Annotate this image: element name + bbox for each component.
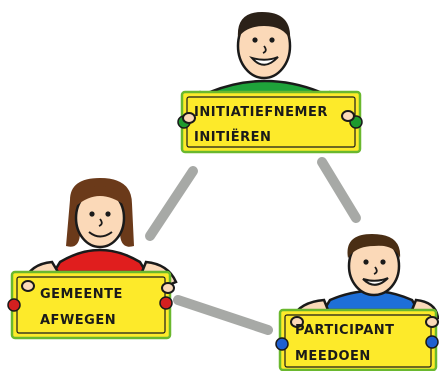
- sign-municipality-pin-left: [7, 298, 21, 312]
- municipality-eye-left: [89, 211, 95, 217]
- figure-municipality: GEMEENTE AFWEGEN: [7, 178, 178, 340]
- connector-initiator-participant: [317, 157, 361, 223]
- initiator-hand-left: [182, 112, 196, 124]
- sign-initiator-action: INITIËREN: [194, 129, 271, 145]
- sign-municipality: [10, 270, 172, 340]
- municipality-shirt: [51, 248, 149, 274]
- connectors: [145, 157, 361, 335]
- participant-hair: [347, 234, 401, 258]
- participant-eye-left: [363, 259, 369, 265]
- figure-participant: PARTICIPANT MEEDOEN: [275, 234, 439, 371]
- connector-municipality-participant: [173, 295, 273, 335]
- municipality-hand-right: [161, 282, 175, 294]
- municipality-hand-left: [21, 280, 35, 292]
- municipality-eye-right: [105, 211, 111, 217]
- participant-smile: [362, 277, 389, 286]
- initiator-eye-right: [269, 37, 275, 43]
- initiator-hand-right: [341, 110, 355, 122]
- participant-eye-right: [380, 259, 386, 265]
- sign-municipality-pin-right: [159, 296, 173, 310]
- sign-municipality-action: AFWEGEN: [40, 313, 116, 328]
- municipality-nose: [98, 218, 103, 227]
- municipality-hair-fringe: [76, 186, 126, 206]
- initiator-hair: [237, 12, 291, 40]
- connector-initiator-municipality: [145, 166, 198, 241]
- sign-participant-pin-left: [275, 337, 289, 351]
- sign-participant-pin-right: [425, 335, 439, 349]
- initiator-smile: [249, 56, 279, 66]
- initiator-eye-left: [252, 37, 258, 43]
- municipality-smile: [88, 231, 113, 238]
- participant-nose: [373, 266, 378, 275]
- participant-hand-right: [425, 316, 439, 328]
- figure-initiator: INITIATIEFNEMER INITIËREN: [177, 12, 363, 154]
- sign-municipality-title: GEMEENTE: [40, 287, 123, 302]
- participant-hand-left: [290, 316, 304, 328]
- sign-participant-action: MEEDOEN: [295, 349, 371, 364]
- sign-initiator-title: INITIATIEFNEMER: [194, 105, 328, 120]
- sign-participant-title: PARTICIPANT: [295, 323, 395, 338]
- initiator-nose: [262, 45, 267, 54]
